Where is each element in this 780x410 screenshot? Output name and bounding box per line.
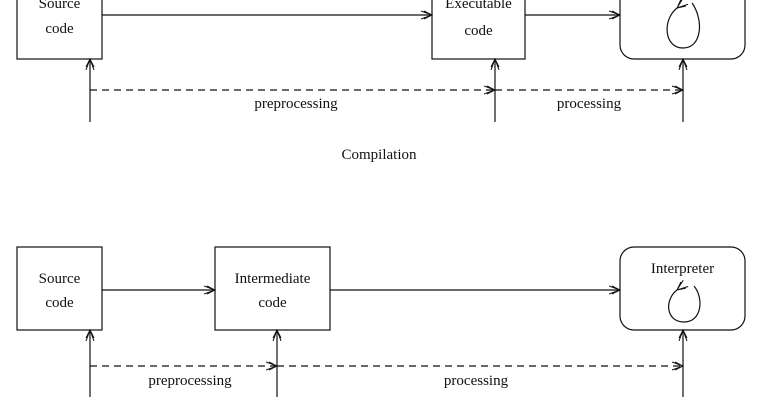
intermediate-code-label-1: Intermediate xyxy=(235,271,311,287)
compilation-diagram: Source code Executable code preprocessin… xyxy=(16,0,746,163)
loop-icon xyxy=(668,286,701,323)
processing-label: processing xyxy=(557,96,622,112)
source-code-label-1: Source xyxy=(39,0,81,12)
interpretation-diagram: Source code Intermediate code Interprete… xyxy=(16,246,746,397)
source-code-label-2: code xyxy=(45,295,74,311)
source-code-box xyxy=(16,246,103,331)
intermediate-code-box xyxy=(214,246,331,331)
source-code-label-1: Source xyxy=(39,271,81,287)
interpreter-label: Interpreter xyxy=(651,261,714,277)
interpreter-box xyxy=(619,246,746,331)
intermediate-code-label-2: code xyxy=(258,295,287,311)
executable-code-label-1: Executable xyxy=(445,0,512,12)
executable-code-label-2: code xyxy=(464,23,493,39)
compilation-caption: Compilation xyxy=(342,147,418,163)
processor-box xyxy=(619,0,746,60)
source-code-label-2: code xyxy=(45,21,74,37)
processing-label: processing xyxy=(444,373,509,389)
preprocessing-label: preprocessing xyxy=(254,96,338,112)
loop-icon xyxy=(666,3,701,49)
preprocessing-label: preprocessing xyxy=(148,373,232,389)
